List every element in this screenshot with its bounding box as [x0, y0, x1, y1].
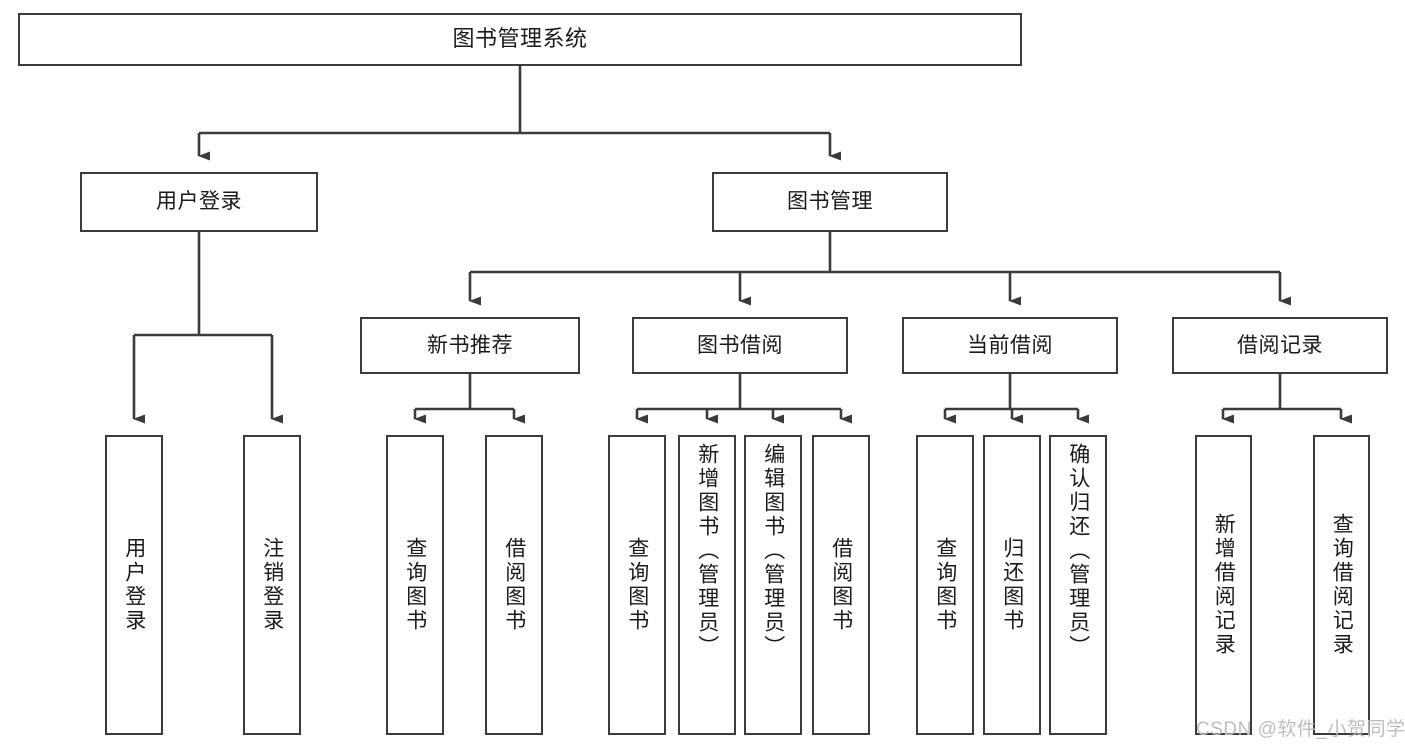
node-label: 当前借阅 [967, 333, 1053, 357]
node-book-borrow[interactable]: 图书借阅 [632, 317, 848, 374]
node-new-book-recommend[interactable]: 新书推荐 [360, 317, 580, 374]
node-label: 新增借阅记录 [1212, 513, 1236, 657]
leaf-return-book[interactable]: 归还图书 [983, 435, 1041, 735]
node-label: 图书管理 [787, 190, 873, 214]
node-label: 查询图书 [625, 537, 649, 633]
node-label: 借阅图书 [829, 537, 853, 633]
node-root-book-management-system[interactable]: 图书管理系统 [18, 13, 1022, 66]
leaf-borrow-book-recommend[interactable]: 借阅图书 [485, 435, 543, 735]
node-borrow-record[interactable]: 借阅记录 [1172, 317, 1388, 374]
leaf-query-book-recommend[interactable]: 查询图书 [386, 435, 444, 735]
node-label: 归还图书 [1000, 537, 1024, 633]
node-label: 新书推荐 [427, 333, 513, 357]
node-label: 编辑图书（管理员） [761, 443, 785, 659]
leaf-user-login[interactable]: 用户登录 [105, 435, 163, 735]
node-label: 用户登录 [156, 190, 242, 214]
node-label: 查询借阅记录 [1330, 513, 1354, 657]
leaf-add-borrow-record[interactable]: 新增借阅记录 [1195, 435, 1252, 735]
node-label: 确认归还（管理员） [1066, 443, 1090, 659]
node-label: 借阅记录 [1237, 333, 1323, 357]
node-label: 用户登录 [122, 537, 146, 633]
leaf-borrow-book-borrow[interactable]: 借阅图书 [812, 435, 870, 735]
leaf-query-book-current[interactable]: 查询图书 [916, 435, 974, 735]
node-current-borrow[interactable]: 当前借阅 [902, 317, 1118, 374]
leaf-edit-book-admin[interactable]: 编辑图书（管理员） [744, 435, 802, 735]
node-label: 图书管理系统 [452, 26, 588, 52]
node-label: 注销登录 [260, 537, 284, 633]
node-label: 图书借阅 [697, 333, 783, 357]
leaf-query-book-borrow[interactable]: 查询图书 [608, 435, 666, 735]
leaf-query-borrow-record[interactable]: 查询借阅记录 [1313, 435, 1370, 735]
node-label: 查询图书 [933, 537, 957, 633]
leaf-logout-login[interactable]: 注销登录 [243, 435, 301, 735]
node-user-login[interactable]: 用户登录 [80, 172, 318, 232]
leaf-confirm-return-admin[interactable]: 确认归还（管理员） [1049, 435, 1107, 735]
node-label: 借阅图书 [502, 537, 526, 633]
node-label: 新增图书（管理员） [695, 443, 719, 659]
leaf-add-book-admin[interactable]: 新增图书（管理员） [678, 435, 736, 735]
node-label: 查询图书 [403, 537, 427, 633]
node-book-management[interactable]: 图书管理 [712, 172, 948, 232]
watermark: CSDN @软件_小贺同学 [1196, 719, 1405, 740]
